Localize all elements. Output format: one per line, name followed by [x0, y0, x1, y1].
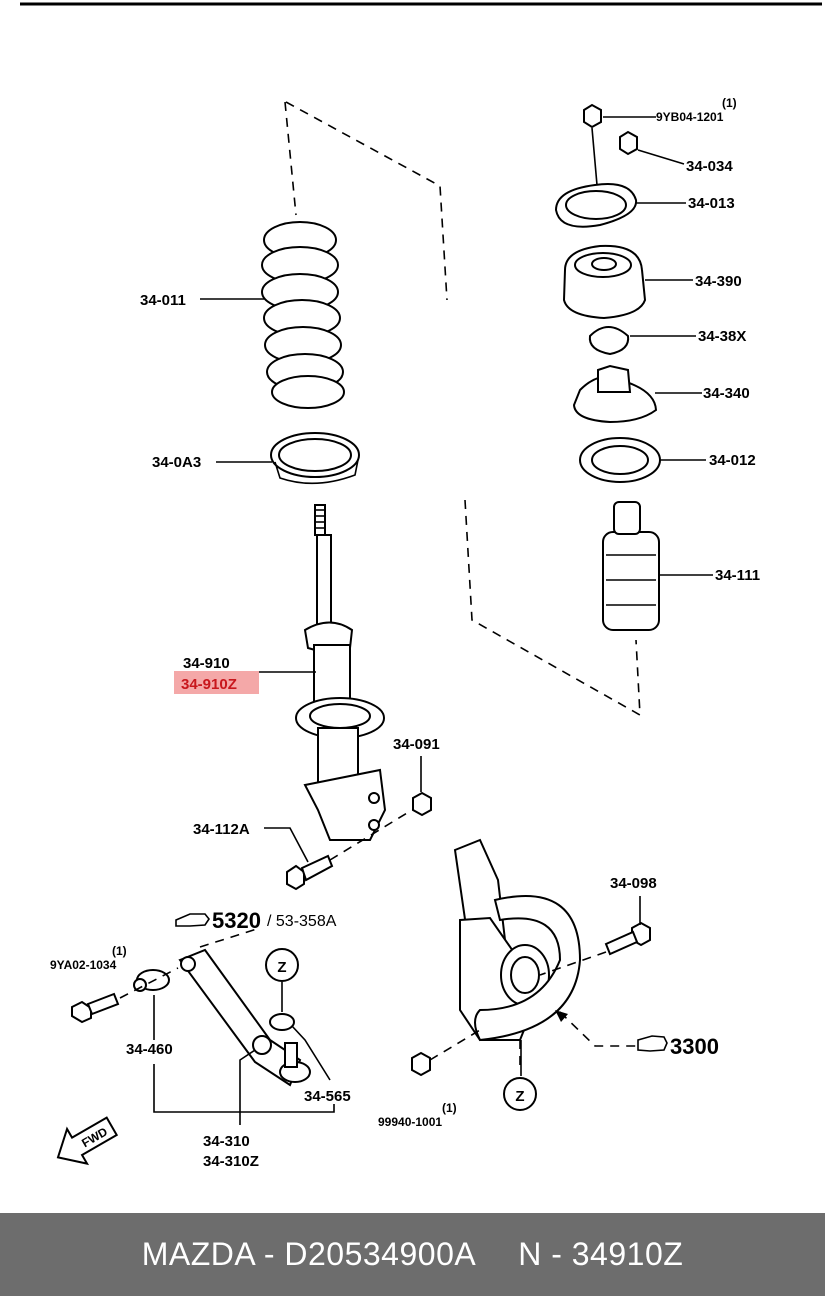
- bump-stopper-seat: [588, 326, 630, 356]
- label-34-910z: 34-910Z: [181, 676, 237, 693]
- footer-ref-prefix: N: [518, 1236, 542, 1272]
- bushing-34-460: [133, 969, 170, 992]
- marker-z-left: Z: [265, 948, 299, 982]
- label-34-340: 34-340: [703, 385, 750, 402]
- label-99940-qty: (1): [442, 1101, 457, 1115]
- spring-seat: [270, 432, 360, 485]
- assembly-outline-dashed-right: [464, 499, 641, 717]
- ref-5320: 5320: [212, 908, 261, 933]
- ref-3300-pointer: [559, 1011, 638, 1047]
- label-34-112a: 34-112A: [193, 821, 250, 838]
- label-34-310z: 34-310Z: [203, 1153, 259, 1170]
- marker-z-right: Z: [503, 1077, 537, 1111]
- nut-99940: [411, 1051, 431, 1077]
- bolt-34-098: [604, 921, 651, 956]
- label-34-034: 34-034: [686, 158, 733, 175]
- label-9ya02-qty: (1): [112, 944, 127, 958]
- hand-pointer-icon: [637, 1035, 668, 1052]
- bolt-9ya02: [71, 992, 120, 1024]
- bolt-34-112a: [286, 854, 334, 891]
- top-nut: [583, 103, 602, 129]
- marker-z-left-text: Z: [277, 959, 286, 976]
- nut-34-034: [619, 130, 638, 156]
- label-34-460: 34-460: [126, 1041, 173, 1058]
- fwd-arrow-icon: FWD: [56, 1116, 119, 1166]
- label-34-38x: 34-38X: [698, 328, 746, 345]
- label-34-0a3: 34-0A3: [152, 454, 201, 471]
- ref-3300: 3300: [670, 1034, 719, 1059]
- bolt-axis: [329, 809, 413, 861]
- label-34-091: 34-091: [393, 736, 440, 753]
- upper-plate: [554, 183, 638, 228]
- label-34-390: 34-390: [695, 273, 742, 290]
- label-34-011: 34-011: [140, 292, 186, 309]
- label-9yb04-1201: 9YB04-1201: [656, 110, 724, 124]
- spring-upper-seat: [572, 364, 658, 424]
- assembly-outline-dashed: [284, 101, 297, 216]
- knuckle-bolt-axis: [539, 951, 607, 976]
- leader-lines: [153, 116, 713, 1125]
- label-9ya02-1034: 9YA02-1034: [50, 958, 117, 972]
- footer-part-code: D20534900A: [284, 1236, 477, 1272]
- label-34-310: 34-310: [203, 1133, 250, 1150]
- coil-spring: [261, 221, 345, 409]
- label-34-012: 34-012: [709, 452, 756, 469]
- arm-bolt-axis: [119, 967, 179, 999]
- label-99940-1001: 99940-1001: [378, 1115, 442, 1129]
- ball-joint: [269, 1013, 311, 1083]
- lower-arm: [178, 948, 302, 1087]
- ref-3300-arrowhead: [555, 1010, 568, 1022]
- label-34-013: 34-013: [688, 195, 735, 212]
- ref-53-358a: / 53-358A: [267, 913, 337, 930]
- knuckle-nut-axis: [429, 1029, 481, 1061]
- marker-z-right-text: Z: [515, 1088, 524, 1105]
- top-nut-axis: [591, 127, 598, 186]
- label-34-565: 34-565: [304, 1088, 351, 1105]
- highlight-box: [174, 671, 259, 694]
- nut-34-091: [412, 791, 432, 817]
- strut-mount: [562, 244, 647, 320]
- hand-pointer-icon: [175, 913, 210, 927]
- label-9yb04-qty: (1): [722, 96, 737, 110]
- footer-brand: MAZDA: [141, 1236, 255, 1272]
- label-34-111: 34-111: [715, 567, 760, 584]
- footer-ref-number: 34910Z: [571, 1236, 684, 1272]
- dust-boot: [602, 501, 660, 631]
- dust-shield: [474, 895, 582, 1042]
- upper-insulator: [579, 437, 661, 483]
- strut-assembly: [295, 504, 387, 841]
- label-34-098: 34-098: [610, 875, 657, 892]
- label-34-910: 34-910: [183, 655, 230, 672]
- ref-5320-pointer: [199, 927, 261, 948]
